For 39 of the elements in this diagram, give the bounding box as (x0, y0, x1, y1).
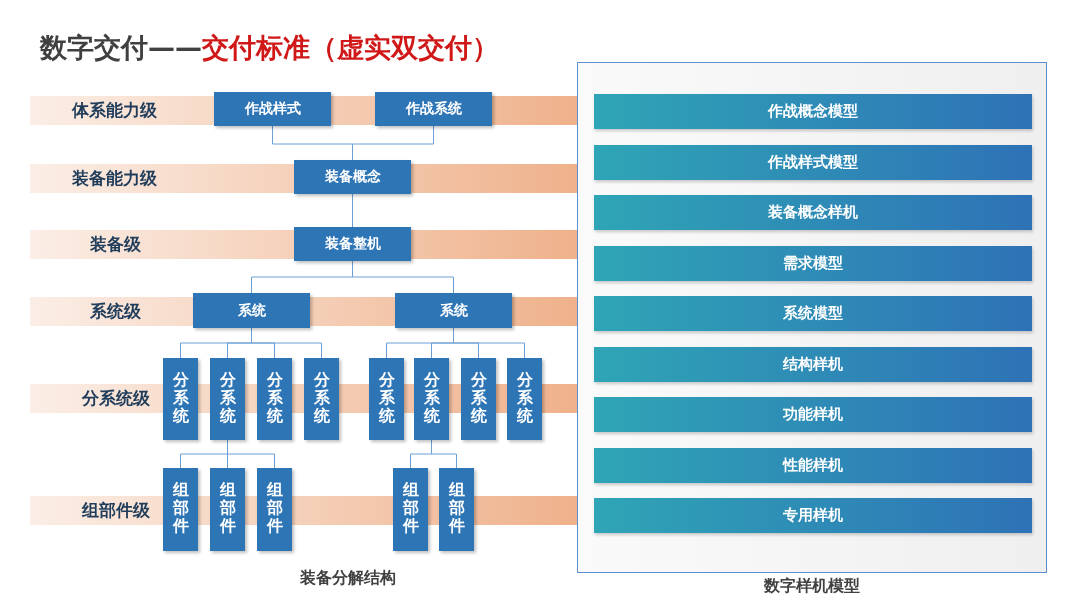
model-bar: 性能样机 (594, 447, 1032, 483)
model-bar: 装备概念样机 (594, 195, 1032, 230)
level-band: 组部件级 (30, 496, 163, 525)
model-bar: 需求模型 (594, 245, 1032, 281)
structure-box: 装备整机 (294, 227, 411, 261)
structure-box: 分系统 (210, 358, 245, 440)
level-band: 系统级 (30, 297, 193, 326)
frame-caption: 数字样机模型 (763, 576, 861, 597)
structure-box: 系统 (395, 293, 512, 328)
level-band: 分系统级 (30, 384, 163, 413)
structure-box: 分系统 (414, 358, 449, 440)
connector-line (352, 193, 353, 228)
structure-box: 分系统 (163, 358, 198, 440)
structure-box: 分系统 (507, 358, 542, 440)
structure-box: 分系统 (369, 358, 404, 440)
structure-box: 系统 (193, 293, 310, 328)
structure-box: 组部件 (257, 468, 292, 551)
structure-box: 装备概念 (294, 160, 411, 194)
structure-box: 组部件 (393, 468, 428, 551)
structure-box: 作战样式 (214, 92, 331, 126)
model-bar: 作战概念模型 (594, 94, 1032, 129)
model-bar: 专用样机 (594, 498, 1032, 533)
connector-line (431, 439, 457, 469)
model-bar: 系统模型 (594, 296, 1032, 331)
structure-box: 组部件 (439, 468, 474, 551)
model-bar: 功能样机 (594, 397, 1032, 432)
slide-title: 数字交付——交付标准（虚实双交付） (40, 31, 499, 65)
structure-box: 组部件 (210, 468, 245, 551)
level-band: 装备级 (30, 230, 294, 259)
level-band: 体系能力级 (30, 96, 214, 125)
structure-box: 分系统 (461, 358, 496, 440)
structure-box: 组部件 (163, 468, 198, 551)
structure-box: 分系统 (304, 358, 339, 440)
model-bar: 作战样式模型 (594, 144, 1032, 180)
structure-box: 分系统 (257, 358, 292, 440)
model-bar: 结构样机 (594, 346, 1032, 382)
level-band: 装备能力级 (30, 164, 294, 193)
structure-box: 作战系统 (375, 92, 492, 126)
diagram-caption: 装备分解结构 (300, 568, 396, 589)
